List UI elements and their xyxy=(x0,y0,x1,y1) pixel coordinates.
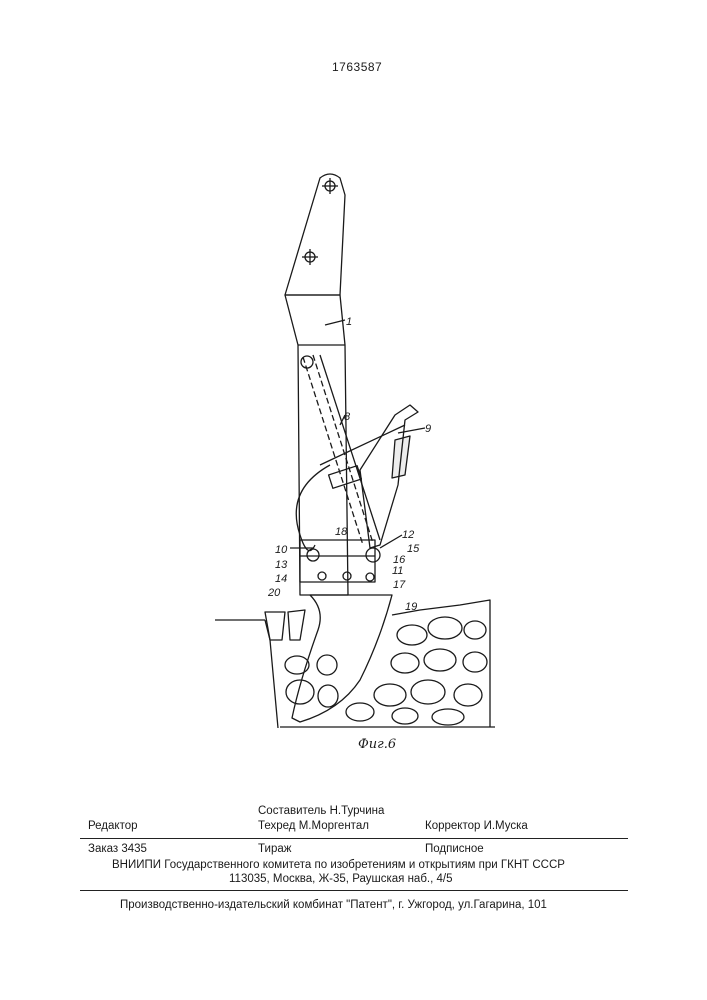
corrector: Корректор И.Муска xyxy=(425,820,528,832)
vniipi: ВНИИПИ Государственного комитета по изоб… xyxy=(112,859,565,871)
label-8: 8 xyxy=(344,411,351,423)
techred: Техред М.Моргентал xyxy=(258,820,369,832)
arm-upper-part xyxy=(285,174,345,295)
order: Заказ 3435 xyxy=(88,843,147,855)
label-15: 15 xyxy=(407,543,420,555)
publisher: Производственно-издательский комбинат "П… xyxy=(120,899,547,911)
label-14: 14 xyxy=(275,573,287,585)
label-19: 19 xyxy=(405,601,417,613)
divider-bottom xyxy=(80,890,628,891)
label-10: 10 xyxy=(275,544,288,556)
label-18: 18 xyxy=(335,526,348,538)
subscription: Подписное xyxy=(425,843,484,855)
address: 113035, Москва, Ж-35, Раушская наб., 4/5 xyxy=(229,873,452,885)
label-13: 13 xyxy=(275,559,288,571)
label-17: 17 xyxy=(393,579,406,591)
divider-top xyxy=(80,838,628,839)
circulation: Тираж xyxy=(258,843,291,855)
compiler: Составитель Н.Турчина xyxy=(258,805,384,817)
label-20: 20 xyxy=(267,587,281,599)
technical-drawing: 1 8 9 10 11 12 13 14 15 16 17 18 19 20 Ф… xyxy=(0,0,707,800)
label-12: 12 xyxy=(402,529,414,541)
label-9: 9 xyxy=(425,423,431,435)
editor: Редактор xyxy=(88,820,138,832)
label-1: 1 xyxy=(346,316,352,328)
label-11: 11 xyxy=(392,565,403,577)
label-16: 16 xyxy=(393,554,406,566)
figure-caption: Фиг.6 xyxy=(358,737,396,752)
